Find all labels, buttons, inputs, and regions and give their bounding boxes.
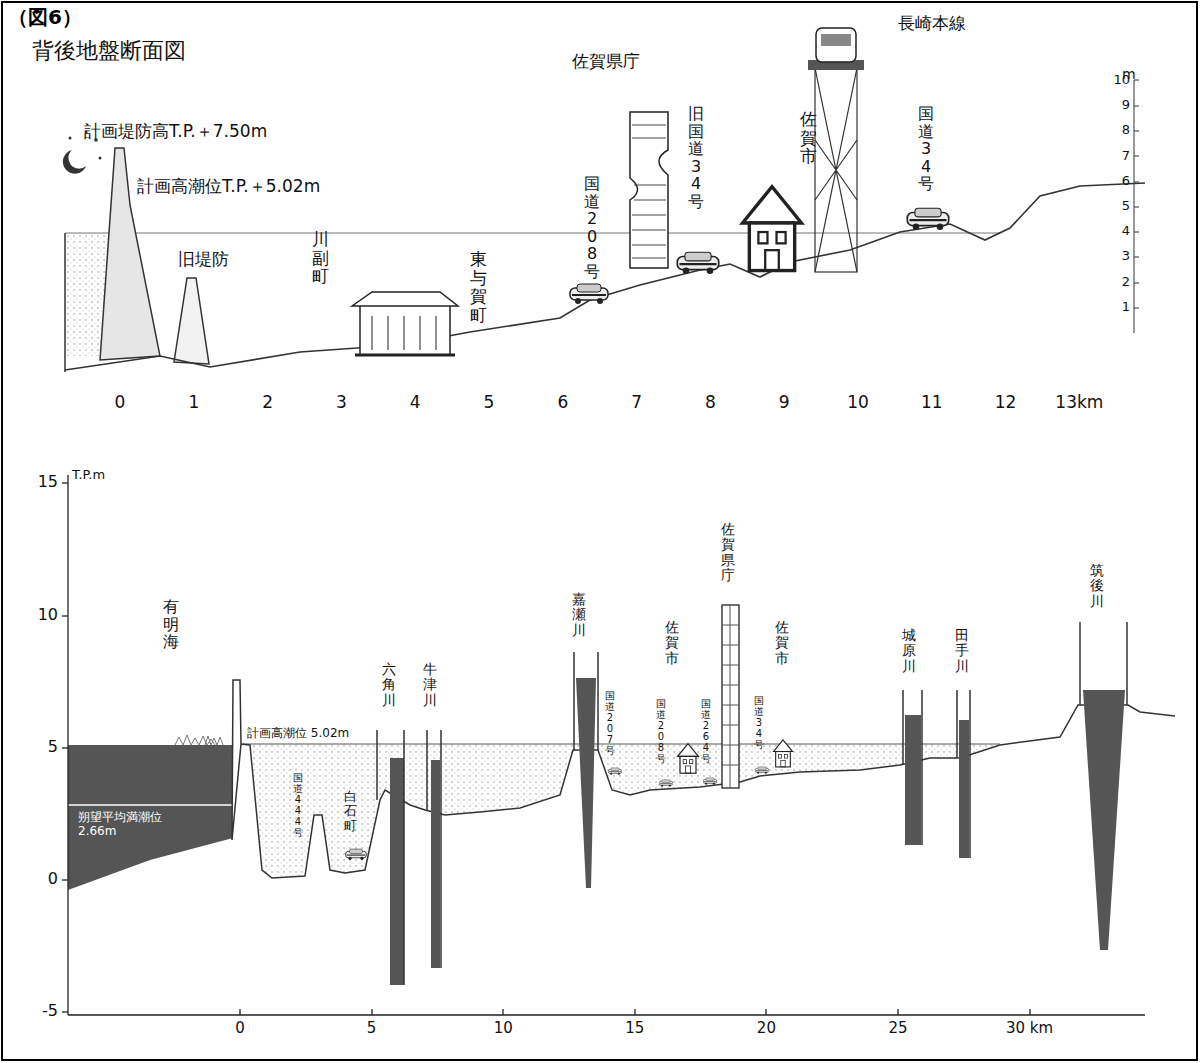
chart-title: 背後地盤断面図 <box>32 38 186 63</box>
axis-tick-label: 1 <box>188 393 199 413</box>
axis-tick-label: 15 <box>38 473 58 491</box>
axis-tick-label: 0 <box>48 870 58 888</box>
axis-tick-label: 7 <box>631 393 642 413</box>
road-label: 国道264号 <box>701 698 711 764</box>
axis-tick-label: 4 <box>410 393 421 413</box>
road-label: 国道34号 <box>754 695 764 750</box>
axis-tick-label: 30 km <box>1006 1020 1053 1037</box>
axis-tick-label: 0 <box>115 393 126 413</box>
axis-tick-label: 5 <box>48 738 58 756</box>
axis-tick-label: 10 <box>494 1020 513 1037</box>
river-label: 牛津川 <box>423 662 437 708</box>
building-label: 佐賀県庁 <box>572 52 640 72</box>
road-label: 国道207号 <box>605 690 615 756</box>
axis-tick-label: 12 <box>995 393 1017 413</box>
axis-tick-label: 9 <box>779 393 790 413</box>
road-label: 旧国道34号 <box>688 105 704 211</box>
river-label: 田手川 <box>955 628 969 674</box>
place-label: 佐賀市 <box>665 620 679 666</box>
axis-unit: T.P.m <box>72 468 105 483</box>
tide-level-note: 計画高潮位T.P.＋5.02m <box>137 177 320 197</box>
axis-tick-label: 11 <box>921 393 943 413</box>
axis-tick-label: 10 <box>38 606 58 624</box>
axis-tick-label: 9 <box>1122 98 1130 113</box>
axis-tick-label: 7 <box>1122 149 1130 164</box>
axis-tick-label: 6 <box>557 393 568 413</box>
figure-number: （図6） <box>8 6 82 29</box>
river-label: 筑後川 <box>1090 563 1104 609</box>
road-label: 国道444号 <box>293 772 303 838</box>
axis-tick-label: 5 <box>367 1020 377 1037</box>
axis-tick-label: 8 <box>1122 123 1130 138</box>
axis-tick-label: -5 <box>42 1002 58 1020</box>
axis-tick-label: 15 <box>625 1020 644 1037</box>
axis-tick-label: 3 <box>336 393 347 413</box>
axis-tick-label: 20 <box>757 1020 776 1037</box>
axis-tick-label: 10 <box>847 393 869 413</box>
place-label: 旧堤防 <box>178 250 229 270</box>
axis-tick-label: 5 <box>484 393 495 413</box>
axis-tick-label: 0 <box>235 1020 245 1037</box>
sea-label: 有明海 <box>163 598 179 651</box>
river-label: 嘉瀬川 <box>572 592 586 638</box>
road-label: 国道208号 <box>584 175 600 281</box>
axis-tick-label: 2 <box>1122 275 1130 290</box>
axis-tick-label: 8 <box>705 393 716 413</box>
river-label: 城原川 <box>902 628 916 674</box>
place-label: 東与賀町 <box>470 250 487 325</box>
axis-tick-label: 4 <box>1122 224 1130 239</box>
place-label: 佐賀市 <box>775 620 789 666</box>
axis-tick-label: 25 <box>888 1020 907 1037</box>
axis-tick-label: 1 <box>1122 300 1130 315</box>
railway-label: 長崎本線 <box>898 14 966 34</box>
axis-tick-label: 10 <box>1113 73 1130 88</box>
axis-tick-label: 6 <box>1122 174 1130 189</box>
axis-tick-label: 2 <box>262 393 273 413</box>
building-label: 佐賀県庁 <box>721 522 735 584</box>
axis-tick-label: 3 <box>1122 249 1130 264</box>
dike-height-note: 計画堤防高T.P.＋7.50m <box>84 122 267 142</box>
place-label: 川副町 <box>312 230 329 286</box>
road-label: 国道208号 <box>656 698 666 764</box>
tide-level-note: 朔望平均満潮位 2.66m <box>78 811 174 839</box>
river-label: 六角川 <box>382 662 396 708</box>
axis-tick-label: 13km <box>1055 393 1103 413</box>
place-label: 佐賀市 <box>800 110 817 166</box>
tide-level-note: 計画高潮位 5.02m <box>247 727 349 741</box>
road-label: 国道34号 <box>918 105 934 193</box>
axis-tick-label: 5 <box>1122 199 1130 214</box>
place-label: 白石町 <box>344 790 357 833</box>
